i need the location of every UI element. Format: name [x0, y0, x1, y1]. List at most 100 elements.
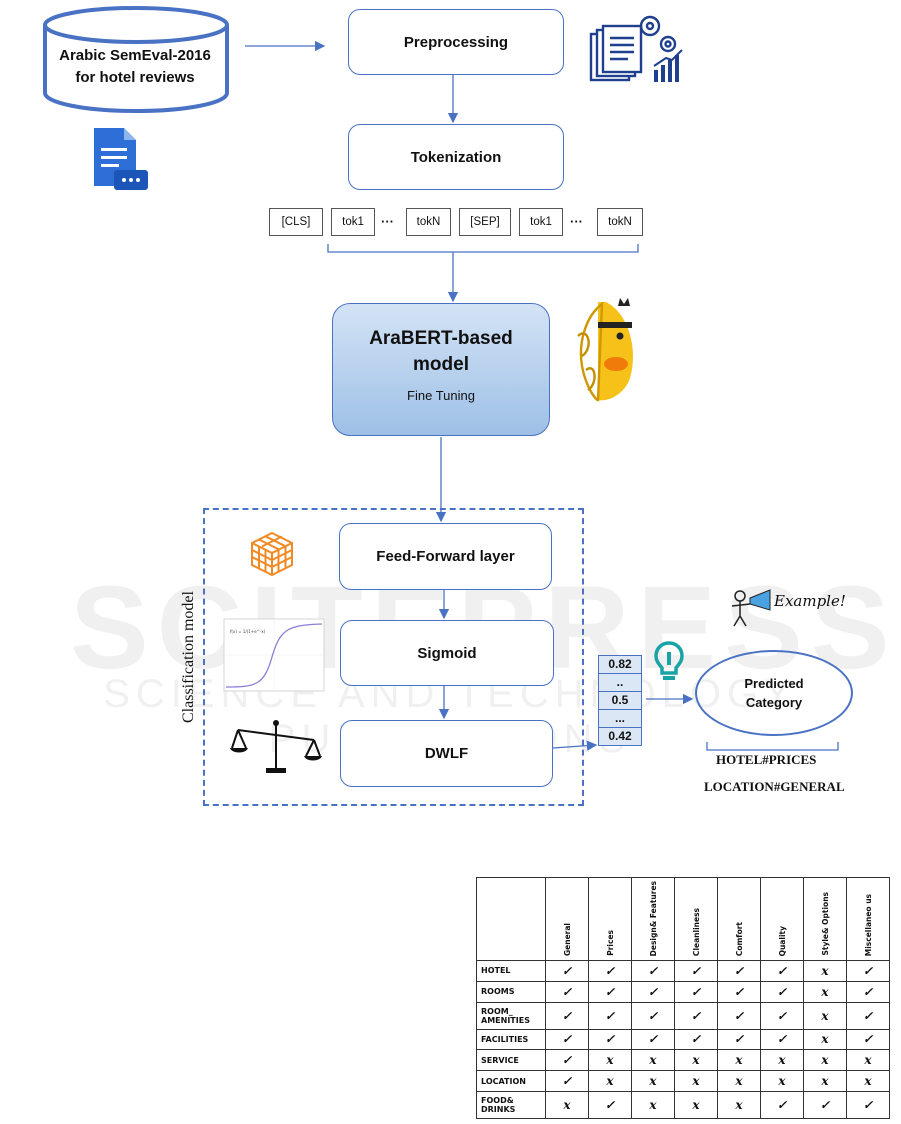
mark-cell: x: [674, 1091, 718, 1119]
mark-cell: ✓: [545, 1028, 589, 1051]
mark-cell: x: [803, 1028, 847, 1051]
mark-cell: ✓: [717, 960, 761, 982]
mark-cell: x: [760, 1070, 804, 1093]
row-entity: ROOM_ AMENITIES: [476, 1001, 546, 1030]
arabert-title-line2: model: [413, 354, 469, 375]
mark-cell: ✓: [588, 1028, 632, 1051]
arabert-subtitle: Fine Tuning: [407, 388, 475, 403]
feed-forward-label: Feed-Forward layer: [376, 548, 515, 565]
predicted-line1: Predicted: [744, 676, 804, 691]
predicted-line2: Category: [745, 695, 803, 710]
token-tok1-b: tok1: [519, 208, 563, 236]
mark-cell: ✓: [545, 1070, 589, 1093]
mark-cell: ✓: [674, 980, 718, 1003]
dataset-label: Arabic SemEval-2016 for hotel reviews: [42, 45, 228, 89]
mark-cell: ✓: [674, 960, 718, 982]
arabert-model-box: AraBERT-based model Fine Tuning: [332, 303, 550, 436]
column-header: General: [545, 877, 589, 961]
probability-value: ..: [599, 674, 641, 692]
column-header-label: Prices: [605, 930, 615, 956]
column-header: Miscellaneo us: [846, 877, 890, 961]
dwlf-box: DWLF: [340, 720, 553, 787]
row-entity: FACILITIES: [476, 1028, 546, 1051]
mark-cell: x: [803, 1001, 847, 1030]
column-header-label: Style& Options: [820, 892, 830, 956]
probability-value: 0.42: [599, 728, 641, 745]
mark-cell: x: [803, 960, 847, 982]
column-header-label: Miscellaneo us: [863, 893, 873, 956]
mark-cell: ✓: [631, 1001, 675, 1030]
mark-cell: ✓: [760, 1028, 804, 1051]
mark-cell: x: [588, 1049, 632, 1072]
mark-cell: ✓: [674, 1001, 718, 1030]
token-ellipsis: ···: [381, 214, 394, 229]
example-megaphone-icon: Example!: [731, 589, 846, 627]
dwlf-label: DWLF: [424, 745, 469, 762]
mark-cell: ✓: [631, 980, 675, 1003]
mark-cell: ✓: [717, 980, 761, 1003]
mark-cell: ✓: [545, 1001, 589, 1030]
column-header: Quality: [760, 877, 804, 961]
column-header: Style& Options: [803, 877, 847, 961]
mark-cell: ✓: [760, 960, 804, 982]
row-entity: HOTEL: [476, 960, 546, 982]
mark-cell: ✓: [846, 960, 890, 982]
mark-cell: ✓: [674, 1028, 718, 1051]
mark-cell: x: [717, 1091, 761, 1119]
probability-value: 0.5: [599, 692, 641, 710]
mark-cell: ✓: [760, 1091, 804, 1119]
mark-cell: x: [717, 1070, 761, 1093]
token-tokn-b: tokN: [597, 208, 643, 236]
mark-cell: x: [674, 1070, 718, 1093]
mark-cell: x: [803, 1049, 847, 1072]
preprocessing-label: Preprocessing: [403, 33, 509, 51]
column-header: Comfort: [717, 877, 761, 961]
mark-cell: x: [674, 1049, 718, 1072]
feed-forward-box: Feed-Forward layer: [339, 523, 552, 590]
table-row: HOTEL ✓ ✓ ✓ ✓ ✓ ✓ x ✓: [476, 960, 890, 982]
lightbulb-icon: [654, 641, 684, 680]
mark-cell: ✓: [545, 960, 589, 982]
mark-cell: ✓: [588, 980, 632, 1003]
dataset-label-line2: for hotel reviews: [75, 69, 195, 86]
mark-cell: ✓: [760, 980, 804, 1003]
column-header-label: Cleanliness: [691, 907, 701, 956]
mark-cell: ✓: [588, 1001, 632, 1030]
dataset-label-line1: Arabic SemEval-2016: [59, 47, 211, 64]
mark-cell: x: [803, 980, 847, 1003]
document-chat-icon: [94, 128, 148, 190]
probability-value: 0.82: [599, 656, 641, 674]
column-header: Design& Features: [631, 877, 675, 961]
token-ellipsis-b: ···: [570, 214, 583, 229]
mark-cell: x: [588, 1070, 632, 1093]
mark-cell: ✓: [545, 1049, 589, 1072]
row-entity: FOOD& DRINKS: [476, 1091, 546, 1119]
token-sep: [SEP]: [459, 208, 511, 236]
mark-cell: x: [717, 1049, 761, 1072]
mark-cell: ✓: [803, 1091, 847, 1119]
mark-cell: ✓: [631, 960, 675, 982]
column-header-label: General: [562, 923, 572, 956]
table-row: ROOMS ✓ ✓ ✓ ✓ ✓ ✓ x ✓: [476, 980, 890, 1003]
classification-model-group: [203, 508, 584, 806]
mark-cell: ✓: [545, 980, 589, 1003]
sigmoid-box: Sigmoid: [340, 620, 554, 686]
mark-cell: ✓: [717, 1001, 761, 1030]
mark-cell: ✓: [846, 1001, 890, 1030]
mark-cell: ✓: [631, 1028, 675, 1051]
token-cls: [CLS]: [269, 208, 323, 236]
mark-cell: ✓: [846, 1091, 890, 1119]
sigmoid-plot-icon: f(x) = 1/(1+e^-x): [223, 618, 325, 692]
mark-cell: x: [631, 1049, 675, 1072]
row-entity: LOCATION: [476, 1070, 546, 1093]
cube-icon: [251, 531, 293, 577]
data-processing-icon: [589, 15, 683, 82]
column-header-label: Quality: [777, 925, 787, 956]
mark-cell: ✓: [588, 1091, 632, 1119]
table-row: ROOM_ AMENITIES ✓ ✓ ✓ ✓ ✓ ✓ x ✓: [476, 1001, 890, 1030]
token-tokn: tokN: [406, 208, 451, 236]
mark-cell: ✓: [846, 980, 890, 1003]
mark-cell: ✓: [717, 1028, 761, 1051]
row-entity: ROOMS: [476, 980, 546, 1003]
